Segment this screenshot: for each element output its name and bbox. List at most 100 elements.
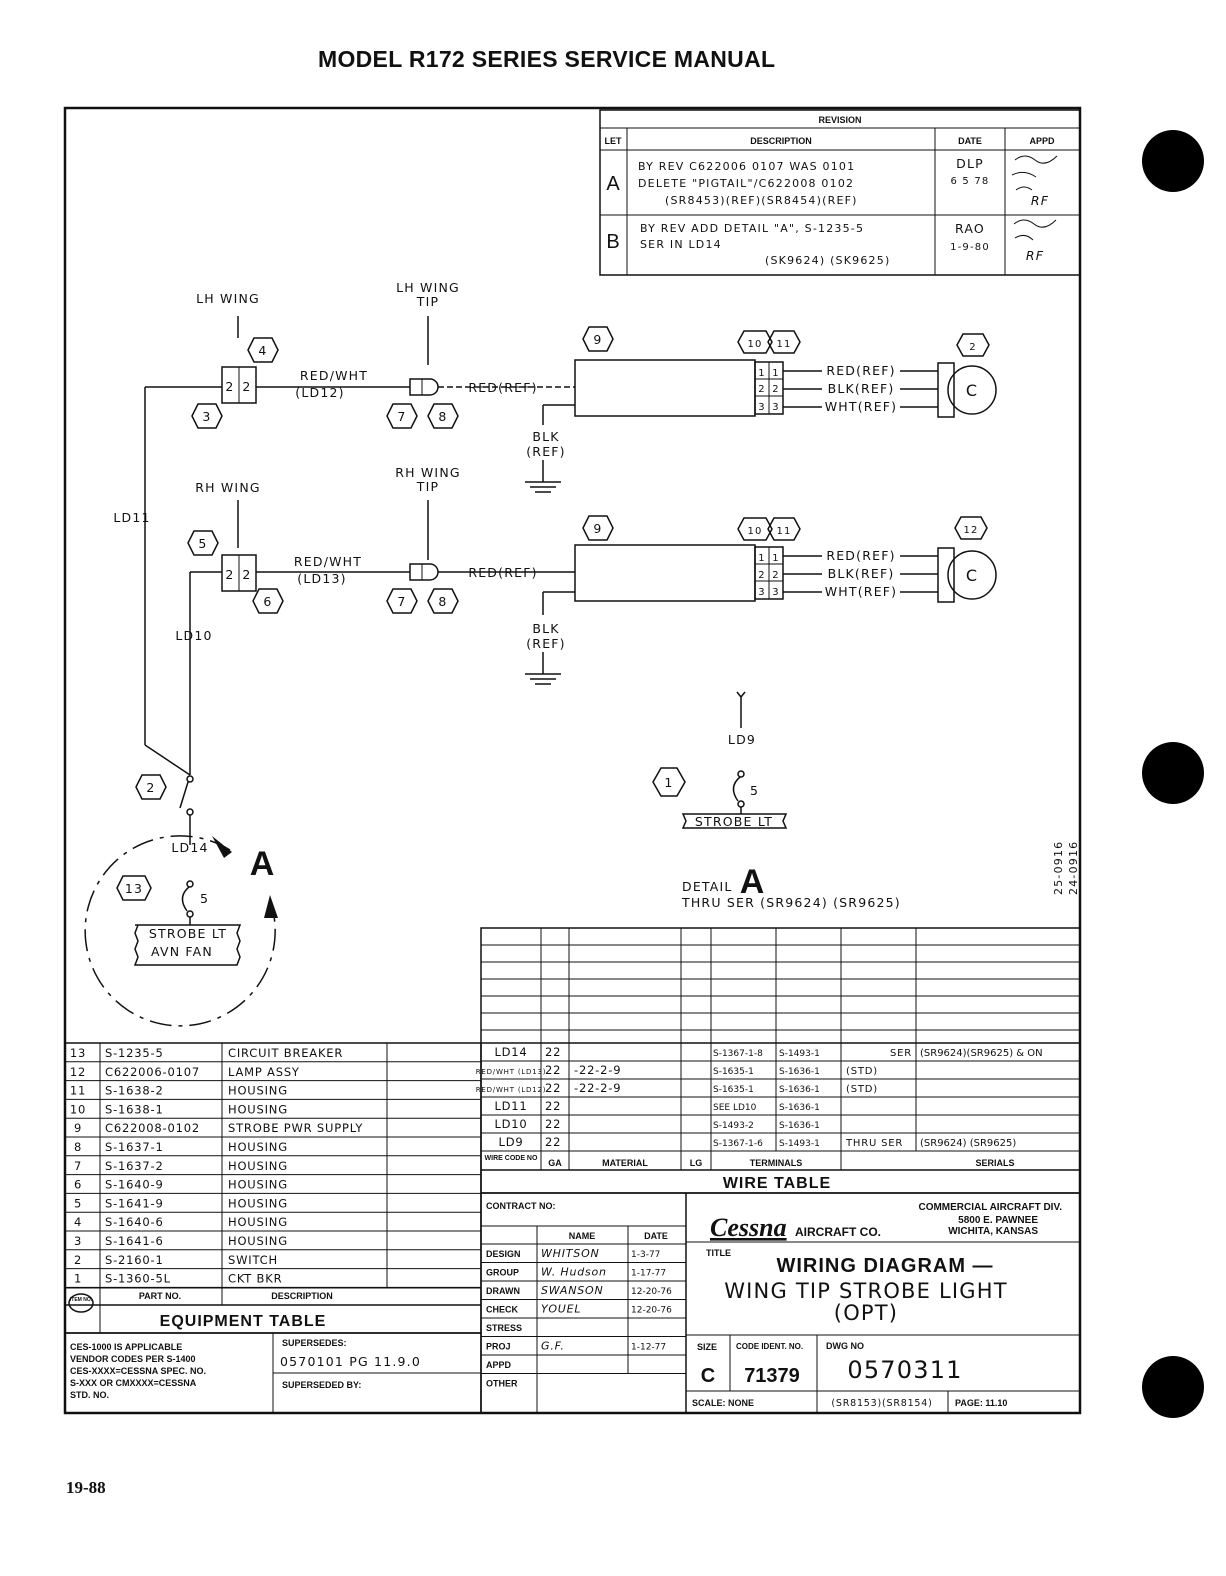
svg-text:TIP: TIP — [416, 479, 439, 494]
equipment-part-no: S-1641-6 — [105, 1234, 164, 1248]
svg-text:DWG NO: DWG NO — [826, 1341, 864, 1351]
wire-code: RED/WHT (LD13) — [476, 1068, 547, 1076]
svg-text:DETAIL: DETAIL — [682, 879, 733, 894]
item-callouts: 1 2 3 4 5 6 7 7 8 8 9 9 10 10 11 11 2 12… — [116, 326, 990, 901]
binder-hole — [1142, 742, 1204, 804]
svg-text:24-0916: 24-0916 — [1067, 841, 1080, 895]
svg-text:C: C — [701, 1365, 715, 1387]
wire-gauge: 22 — [545, 1117, 561, 1131]
role-name: W. Hudson — [541, 1266, 607, 1279]
svg-text:RF: RF — [1031, 193, 1049, 208]
role-name: YOUEL — [541, 1303, 581, 1316]
svg-text:2: 2 — [225, 379, 234, 394]
svg-text:S-XXX OR CMXXXX=CESSNA: S-XXX OR CMXXXX=CESSNA — [70, 1378, 197, 1388]
svg-text:LD9: LD9 — [728, 732, 756, 747]
wire-terminal-2: S-1493-1 — [779, 1139, 820, 1149]
svg-text:1: 1 — [772, 553, 780, 564]
equipment-part-no: S-1235-5 — [105, 1046, 164, 1060]
svg-text:SCALE: NONE: SCALE: NONE — [692, 1398, 754, 1408]
svg-text:3: 3 — [772, 402, 780, 413]
svg-text:5: 5 — [198, 536, 207, 551]
wire-terminal-2: S-1636-1 — [779, 1121, 820, 1131]
wire-serials: (SR9624) (SR9625) — [920, 1138, 1016, 1149]
svg-text:THRU SER (SR9624) (SR9625): THRU SER (SR9624) (SR9625) — [681, 895, 901, 910]
role-name: G.F. — [541, 1340, 565, 1353]
binder-hole — [1142, 1356, 1204, 1418]
svg-text:2: 2 — [242, 379, 251, 394]
svg-text:(LD13): (LD13) — [297, 571, 346, 586]
drawing-number: 0570311 — [847, 1356, 962, 1384]
wire-ld10-label: LD10 — [175, 628, 212, 643]
svg-text:3: 3 — [758, 587, 766, 598]
wire-terminal-2: S-1493-1 — [779, 1049, 820, 1059]
svg-text:WICHITA, KANSAS: WICHITA, KANSAS — [948, 1226, 1038, 1237]
svg-text:LH WING: LH WING — [396, 280, 460, 295]
svg-text:RH WING: RH WING — [395, 465, 461, 480]
equipment-description: HOUSING — [228, 1196, 288, 1210]
equipment-item-no: 1 — [74, 1272, 82, 1286]
svg-text:1: 1 — [758, 368, 766, 379]
svg-text:8: 8 — [438, 409, 447, 424]
role-label: APPD — [486, 1360, 512, 1370]
equipment-part-no: S-1637-1 — [105, 1140, 164, 1154]
equipment-part-no: S-1360-5L — [105, 1272, 171, 1286]
equipment-item-no: 2 — [74, 1253, 82, 1267]
revision-letter: B — [606, 231, 619, 253]
svg-text:MATERIAL: MATERIAL — [602, 1158, 648, 1168]
svg-text:3: 3 — [202, 409, 211, 424]
svg-text:2: 2 — [225, 567, 234, 582]
role-name: WHITSON — [541, 1247, 600, 1260]
equipment-part-no: S-1640-9 — [105, 1178, 164, 1192]
equipment-item-no: 7 — [74, 1159, 82, 1173]
svg-text:RED(REF): RED(REF) — [468, 380, 537, 395]
equipment-item-no: 4 — [74, 1215, 82, 1229]
wire-terminal-1: S-1635-1 — [713, 1085, 754, 1095]
svg-text:RED(REF): RED(REF) — [468, 565, 537, 580]
svg-text:71379: 71379 — [744, 1365, 800, 1387]
svg-text:9: 9 — [593, 521, 602, 536]
svg-text:C: C — [966, 381, 978, 400]
svg-text:GA: GA — [548, 1158, 562, 1168]
svg-text:1: 1 — [664, 775, 673, 790]
svg-text:(OPT): (OPT) — [834, 1301, 898, 1325]
svg-text:6: 6 — [263, 594, 272, 609]
equipment-item-no: 11 — [70, 1084, 86, 1098]
svg-text:DESCRIPTION: DESCRIPTION — [750, 136, 812, 146]
role-date: 1-12-77 — [631, 1343, 666, 1353]
revision-block: REVISION LET DESCRIPTION DATE APPD A BY … — [599, 109, 1081, 276]
svg-text:6 5 78: 6 5 78 — [950, 176, 989, 187]
wire-serials: (SR9624)(SR9625) & ON — [920, 1048, 1043, 1059]
wire-code: LD10 — [494, 1117, 527, 1131]
equipment-part-no: S-1637-2 — [105, 1159, 164, 1173]
svg-text:ITEM NO.: ITEM NO. — [70, 1297, 93, 1303]
svg-text:(SR8453)(REF)(SR8454)(REF): (SR8453)(REF)(SR8454)(REF) — [665, 194, 858, 207]
svg-text:2: 2 — [772, 570, 780, 581]
svg-text:5: 5 — [200, 891, 209, 906]
equipment-description: LAMP ASSY — [228, 1065, 300, 1079]
svg-text:STROBE LT: STROBE LT — [149, 926, 227, 941]
equipment-table-title: EQUIPMENT TABLE — [160, 1313, 327, 1330]
svg-text:WING TIP STROBE LIGHT: WING TIP STROBE LIGHT — [724, 1279, 1008, 1303]
svg-text:A: A — [250, 845, 275, 883]
wire-table — [480, 927, 1081, 1194]
svg-text:WIRE CODE NO: WIRE CODE NO — [485, 1155, 538, 1162]
svg-text:BY REV ADD DETAIL "A", S-1235-: BY REV ADD DETAIL "A", S-1235-5 — [640, 222, 864, 235]
binder-hole — [1142, 130, 1204, 192]
svg-text:DLP: DLP — [956, 156, 984, 171]
svg-text:TITLE: TITLE — [706, 1248, 731, 1258]
svg-text:5800 E. PAWNEE: 5800 E. PAWNEE — [958, 1215, 1038, 1226]
svg-text:DATE: DATE — [958, 136, 982, 146]
drawing-notes: CES-1000 IS APPLICABLE VENDOR CODES PER … — [64, 1332, 482, 1414]
equipment-description: HOUSING — [228, 1140, 288, 1154]
page-header-title: MODEL R172 SERIES SERVICE MANUAL — [318, 46, 776, 72]
wire-gauge: 22 — [545, 1045, 561, 1059]
svg-text:(REF): (REF) — [526, 636, 566, 651]
equipment-description: CIRCUIT BREAKER — [228, 1046, 343, 1060]
wire-code: RED/WHT (LD12) — [476, 1086, 547, 1094]
svg-text:LET: LET — [605, 136, 623, 146]
svg-text:STD. NO.: STD. NO. — [70, 1390, 109, 1400]
svg-text:2: 2 — [969, 342, 977, 353]
